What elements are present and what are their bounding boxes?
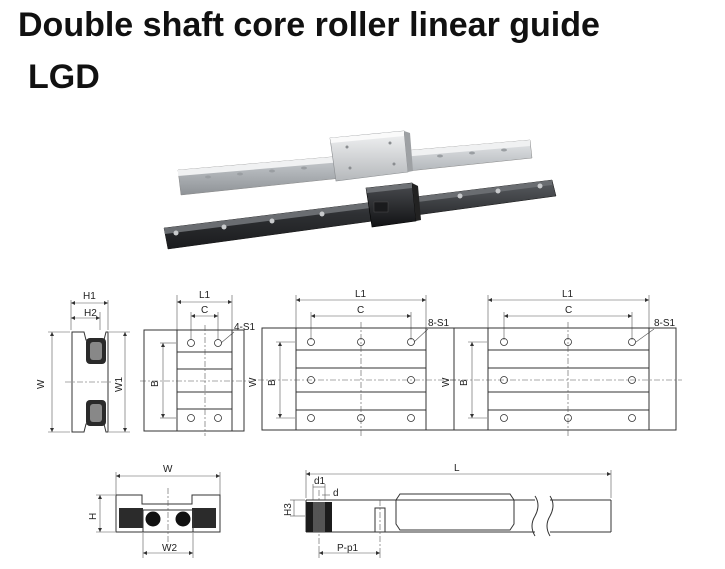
dim-l1-variant-label: L1 — [562, 289, 574, 300]
dim-w2-label: W2 — [162, 543, 177, 554]
dim-h2-label: H2 — [84, 308, 97, 319]
dim-w1-label: W1 — [114, 377, 125, 392]
dim-w-label: W — [36, 379, 47, 389]
dim-l-label: L — [454, 463, 460, 474]
callout-8-s1-variant-label: 8-S1 — [654, 318, 676, 329]
dim-c-long-label: C — [357, 305, 364, 316]
front-section-view: W H W2 — [88, 464, 221, 558]
dim-h-front-label: H — [88, 513, 99, 520]
long-block-top-view: L1 C 8-S1 B W — [248, 289, 460, 436]
dim-b-variant-label: B — [459, 379, 470, 386]
dim-b-short-label: B — [150, 380, 161, 387]
dim-l1-long-label: L1 — [355, 289, 367, 300]
page-title: Double shaft core roller linear guide — [18, 6, 600, 44]
rail-side-view: L d1 d H3 P-p1 — [283, 463, 612, 558]
black-guide-photo — [163, 179, 557, 250]
dim-h3-label: H3 — [283, 503, 294, 516]
model-name: LGD — [28, 58, 100, 96]
callout-4-s1-label: 4-S1 — [234, 322, 256, 333]
silver-guide-photo — [177, 130, 533, 196]
dim-w-front-label: W — [163, 464, 173, 475]
dim-d1-label: d1 — [314, 476, 326, 487]
dim-c-short-label: C — [201, 305, 208, 316]
dim-b-long-label: B — [267, 379, 278, 386]
dim-h1-label: H1 — [83, 291, 96, 302]
short-block-top-view: L1 C 4-S1 B — [140, 290, 256, 436]
callout-8-s1-label: 8-S1 — [428, 318, 450, 329]
long-block-variant-top-view: L1 C 8-S1 B W — [441, 289, 682, 436]
dim-l1-short-label: L1 — [199, 290, 211, 301]
dim-p-p1-label: P-p1 — [337, 543, 359, 554]
dim-c-variant-label: C — [565, 305, 572, 316]
dim-d-label: d — [333, 488, 339, 499]
dim-w-variant-label: W — [441, 377, 452, 387]
side-profile-view: H1 H2 W W1 — [36, 291, 130, 433]
dim-w-long-label: W — [248, 377, 259, 387]
